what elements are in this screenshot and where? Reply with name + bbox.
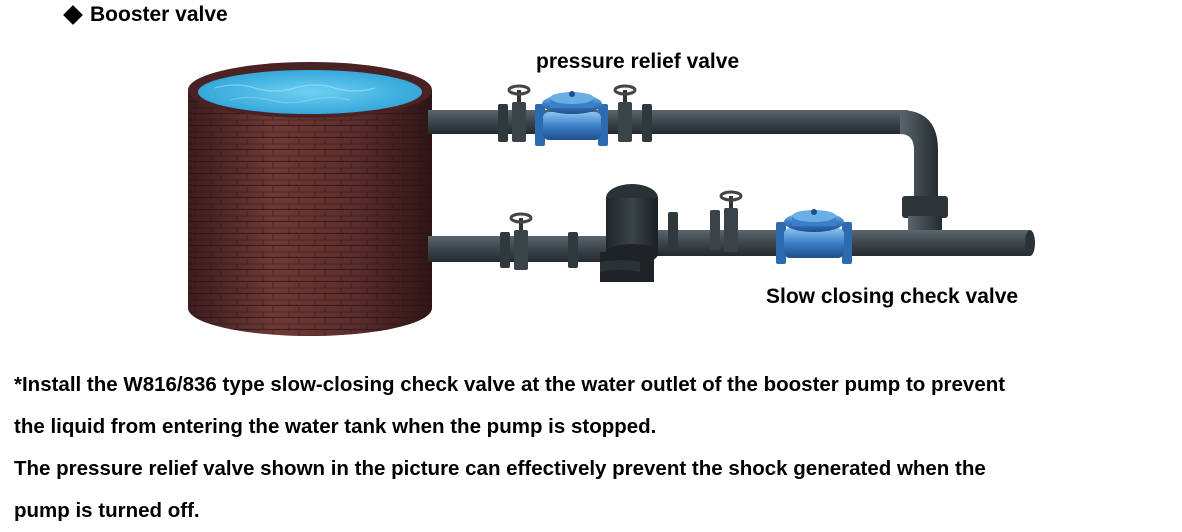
gate-valve-lower-left [500, 212, 578, 270]
gate-valve-lower-right [668, 190, 743, 252]
description-line: The pressure relief valve shown in the p… [14, 457, 986, 480]
description: *Install the W816/836 type slow-closing … [14, 364, 1179, 532]
slow-closing-check-valve-label: Slow closing check valve [766, 285, 1019, 308]
booster-diagram [188, 62, 1035, 336]
description-line: *Install the W816/836 type slow-closing … [14, 373, 1006, 396]
pressure-relief-valve-label: pressure relief valve [536, 50, 740, 73]
water-surface [198, 70, 422, 114]
gate-valve-upper-right [613, 84, 652, 142]
section-heading: Booster valve [60, 3, 228, 27]
brick-tank [188, 62, 432, 336]
slow-closing-check-valve [776, 209, 852, 264]
gate-valve-upper-left [498, 84, 531, 142]
heading-text: Booster valve [90, 3, 228, 26]
description-line: the liquid from entering the water tank … [14, 415, 657, 438]
booster-pump [600, 184, 658, 282]
pressure-relief-valve [535, 91, 608, 146]
diamond-bullet-icon [63, 5, 83, 25]
description-line: pump is turned off. [14, 499, 200, 522]
